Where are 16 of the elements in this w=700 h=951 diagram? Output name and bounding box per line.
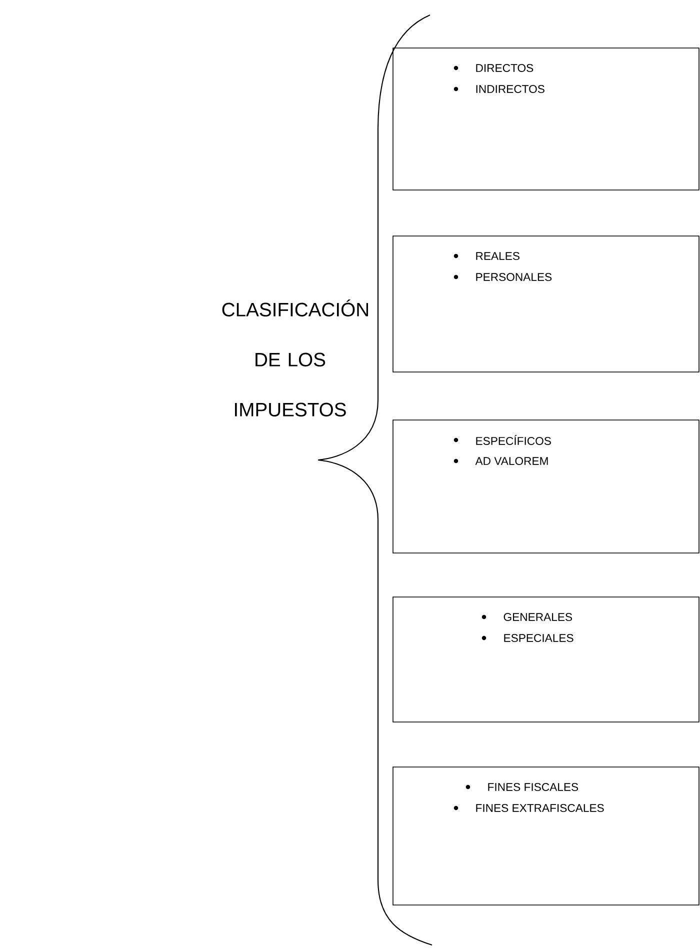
list-item: REALES xyxy=(476,252,520,260)
list-item: AD VALOREM xyxy=(475,457,548,466)
category-box xyxy=(392,420,700,554)
category-box xyxy=(392,766,700,906)
category-box xyxy=(392,236,700,372)
list-item: DIRECTOS xyxy=(476,64,534,72)
list-item: ESPECIALES xyxy=(504,634,574,642)
category-box xyxy=(392,596,700,722)
list-item: ESPECÍFICOS xyxy=(476,435,551,445)
list-item: FINES FISCALES xyxy=(488,783,578,791)
list-item: PERSONALES xyxy=(476,273,552,282)
heading-text: CLASIFICACIÓN DE LOS IMPUESTOS xyxy=(222,300,368,416)
category-box xyxy=(392,48,700,190)
list-item: INDIRECTOS xyxy=(476,85,544,94)
list-item: GENERALES xyxy=(504,613,572,622)
list-item: FINES EXTRAFISCALES xyxy=(476,804,604,812)
